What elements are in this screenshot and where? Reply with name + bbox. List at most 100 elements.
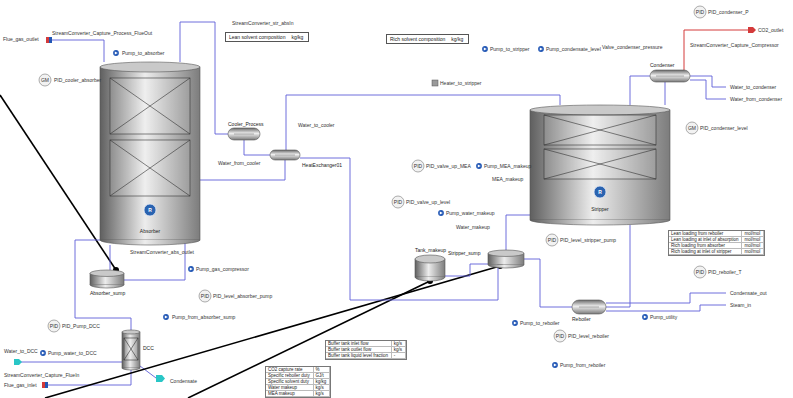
stream-label: StreamConverter_Capture_Process_FlueOut [52, 30, 152, 36]
exchanger-shell [572, 300, 606, 314]
label-slot: PID_valve_up_MEA [426, 163, 471, 169]
exchanger-shell [270, 150, 300, 160]
vessel-bottom [415, 277, 445, 281]
packing-symbol [544, 149, 656, 179]
composition-text: kg/kg [451, 36, 463, 42]
pump-symbol [512, 320, 518, 326]
table-cell: kg/s [314, 391, 331, 397]
callout-line [188, 281, 430, 398]
label-slot: Pump_MEA_makeup [484, 163, 531, 169]
stream-converter [49, 37, 52, 43]
stream-label: Condensate_out [730, 290, 767, 296]
stream-line [20, 362, 122, 363]
label-slot: Pump_water_makeup [446, 210, 495, 216]
label-slot: PID [548, 237, 556, 243]
stream-connector [75, 240, 131, 330]
callout-line [0, 95, 116, 270]
exchanger-tube [579, 307, 599, 308]
controller-tag: PID [556, 333, 564, 339]
vessel-top [415, 255, 445, 263]
equipment-label: Condenser [650, 62, 674, 68]
label-slot: PID [394, 199, 402, 205]
stream-line [52, 40, 104, 62]
pump-symbol [552, 362, 558, 368]
controller-symbol [686, 122, 698, 134]
stream-label: StreamConverter_str_absIn [232, 20, 293, 26]
controller-tag: GM [41, 77, 49, 83]
label-slot: Pump_to_absorber [122, 50, 165, 56]
label-slot: StreamConverter_str_absIn [232, 20, 293, 26]
vessel-top [530, 105, 670, 115]
controller-tag: PID [548, 237, 556, 243]
packing-symbol [544, 115, 656, 145]
dcc-column-icon [122, 330, 140, 370]
stream-converter [42, 37, 52, 388]
stream-label: Pump_to_absorber [122, 50, 165, 56]
stream-label: Water_makeup [456, 224, 490, 230]
label-slot: Heater_to_stripper [440, 80, 481, 86]
cooler-icon [228, 128, 260, 140]
table-cell: Buffer tank liquid level fraction [326, 353, 392, 359]
co2-outlet-port [748, 27, 756, 33]
results-table: Lean loading from reboilermol/molLean lo… [668, 230, 765, 256]
heater-symbol [432, 80, 438, 86]
co2-line [684, 30, 748, 70]
controller-symbol [392, 196, 404, 208]
label-slot: Pump_water_to_DCC [48, 350, 97, 356]
label-slot: Steam_in [730, 302, 751, 308]
vessel-bottom [100, 240, 200, 245]
table-cell: - [392, 353, 406, 359]
pump-symbol [40, 350, 46, 356]
stream-label: Pump_from_absorber_sump [172, 314, 235, 320]
label-slot: Water_to_cooler [298, 122, 335, 128]
stream-converter [42, 382, 45, 388]
stream-label: Pump_MEA_makeup [484, 163, 531, 169]
sump-tank-icon [90, 270, 124, 288]
label-slot: StreamConverter_Capture_FlueIn [4, 372, 79, 378]
label-slot: PID_cooler_absorber [54, 77, 101, 83]
stream-label: Pump_from_reboiler [560, 362, 605, 368]
stream-label: PID_cooler_absorber [54, 77, 101, 83]
stream-label: StreamConverter_Capture_FlueIn [4, 372, 79, 378]
label-slot: PID_valve_up_level [406, 199, 450, 205]
stream-line [606, 293, 726, 303]
stream-line [606, 305, 726, 311]
stream-label: PID_valve_up_level [406, 199, 450, 205]
label-slot: Pump_to_reboiler [520, 320, 559, 326]
packing-frame [544, 115, 656, 145]
co2-line [684, 30, 748, 70]
stream-connector [630, 76, 650, 105]
stream-label: Water_to_cooler [298, 122, 335, 128]
pump-symbol [642, 314, 648, 320]
packing-cross [124, 338, 138, 360]
controller-tag: PID [394, 199, 402, 205]
stream-label: Pump_condensate_level [546, 46, 601, 52]
vessel-bottom [122, 368, 140, 370]
condenser: Condenser [650, 70, 690, 82]
vessel-top [90, 270, 124, 276]
vessel-top [488, 250, 524, 256]
controller-tag: GM [688, 125, 696, 131]
label-slot: PID [696, 9, 704, 15]
controller-tag: PID [201, 293, 209, 299]
label-slot: CO2_outlet [758, 27, 783, 33]
label-slot: Condensate_out [730, 290, 767, 296]
stream-label: PID_condenser_P [708, 9, 749, 15]
composition-box: Lean solvent compositionkg/kg [225, 32, 309, 42]
equipment-label: Tank_makeup [415, 247, 446, 253]
vessel-body [530, 110, 670, 220]
label-slot: Pump_to_stripper [490, 46, 529, 52]
stream-label: Condensate [170, 378, 197, 384]
stream-converter [46, 37, 49, 43]
exchanger-shell [228, 128, 260, 140]
stream-label: StreamConverter_Capture_Compressor [690, 42, 779, 48]
label-slot: Pump_from_reboiler [560, 362, 605, 368]
equipment-label: Absorber_sump [90, 290, 125, 296]
label-slot: PID [201, 293, 209, 299]
label-slot: Water_from_cooler [218, 160, 260, 166]
vessel-body [100, 67, 200, 240]
table-cell: mol/mol [742, 249, 764, 255]
stream-line [690, 80, 726, 99]
label-slot: PID_condenser_level [700, 125, 748, 131]
composition-text: kg/kg [291, 34, 303, 40]
